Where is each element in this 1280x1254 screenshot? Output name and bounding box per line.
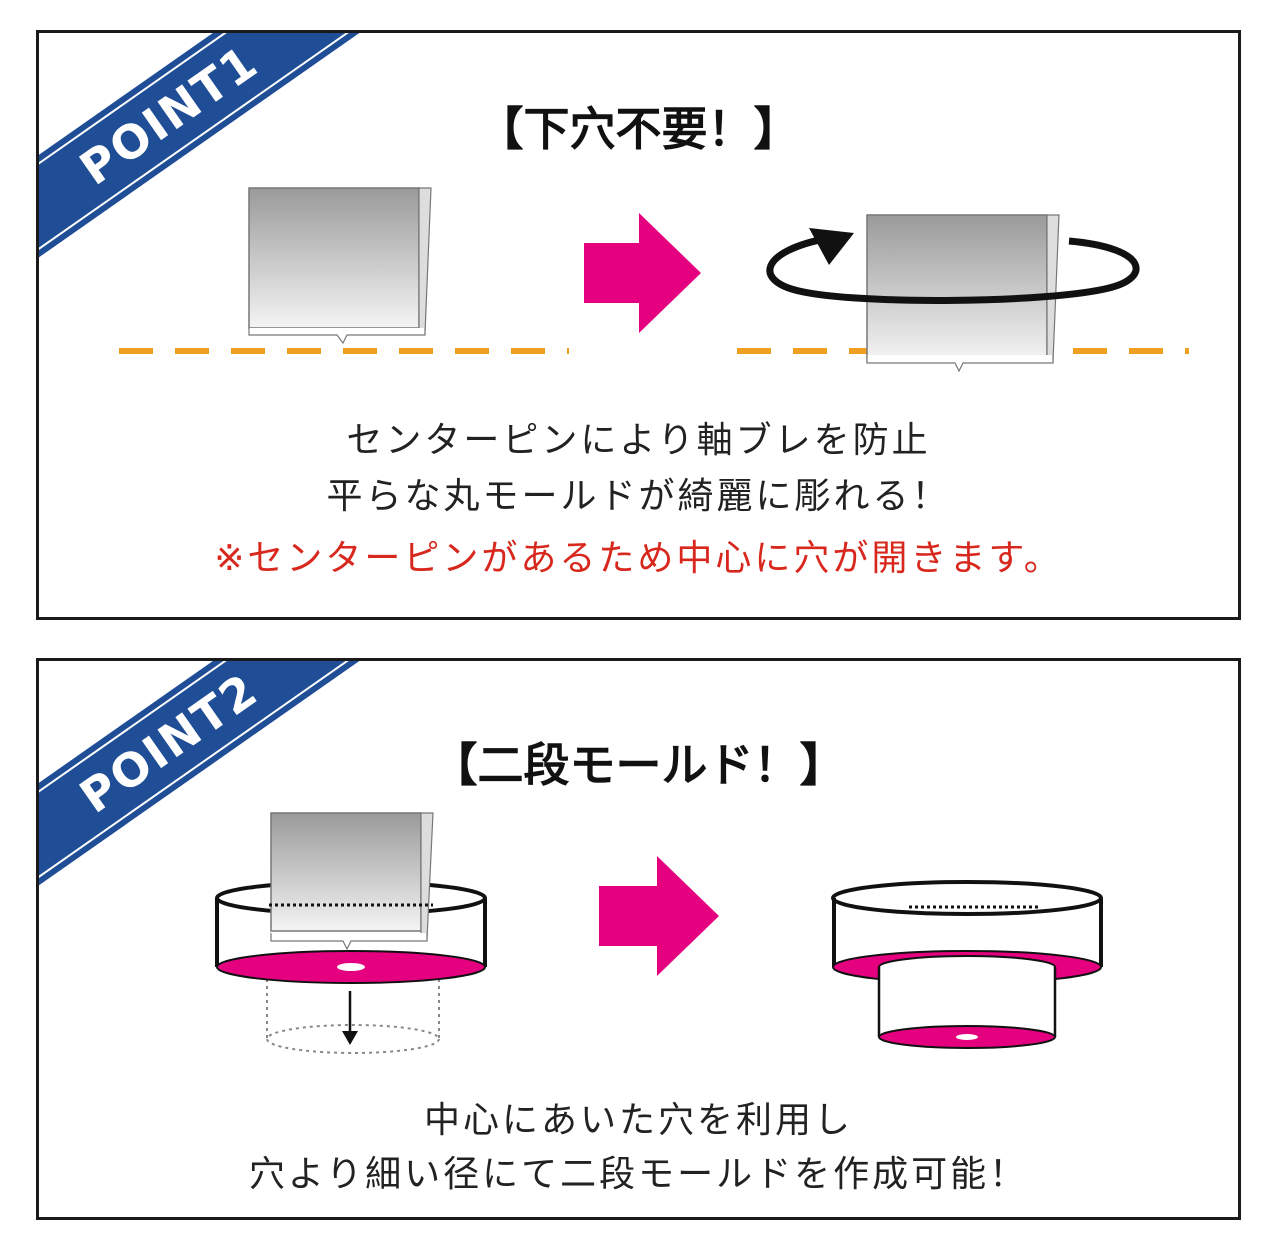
point2-title: 【二段モールド！】 [431,738,846,792]
mold-before [215,812,487,1054]
point1-note: ※センターピンがあるため中心に穴が開きます。 [214,538,1063,579]
point2-panel: POINT2 【二段モールド！】 [36,658,1241,1220]
cutter-block-after [866,214,1060,373]
point1-panel: POINT1 【下穴不要！】 [36,30,1241,620]
arrow-right-icon [599,856,719,976]
point1-title: 【下穴不要！】 [477,102,800,156]
point1-line-1: センターピンにより軸ブレを防止 [346,420,931,461]
point1-illustration [119,187,1189,373]
rotation-arrow-icon [766,228,1140,304]
point2-line-2: 穴より細い径にて二段モールドを作成可能！ [248,1154,1029,1195]
point2-line-1: 中心にあいた穴を利用し [423,1100,853,1141]
down-arrow-icon [342,991,358,1045]
point1-line-2: 平らな丸モールドが綺麗に彫れる！ [326,476,951,517]
cutter-block-before [248,187,432,345]
mold-after [831,880,1103,1049]
point2-illustration [215,812,1103,1054]
arrow-right-icon [584,213,701,333]
